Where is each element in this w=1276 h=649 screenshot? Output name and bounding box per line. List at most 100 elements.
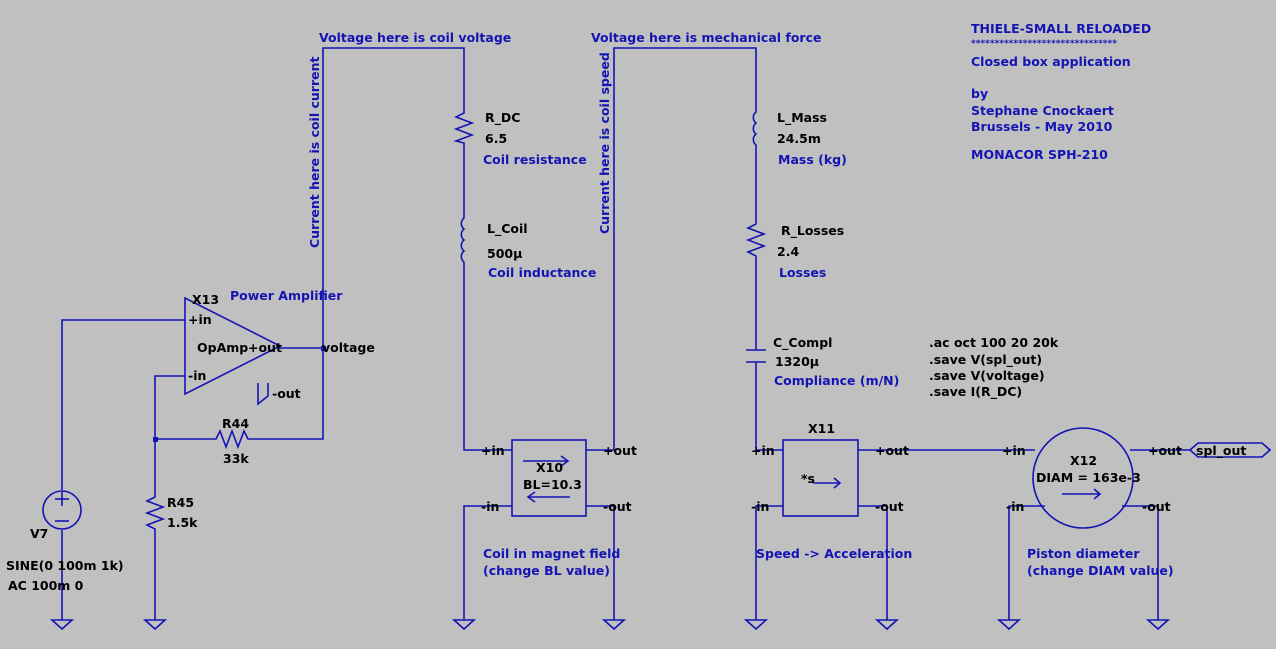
wire-lcoil-x10: [463, 262, 512, 451]
x12-pin-pin: +in: [1002, 443, 1026, 458]
note-coil-voltage: Voltage here is coil voltage: [319, 30, 511, 45]
note-power-amp: Power Amplifier: [230, 288, 343, 303]
r44-name: R44: [222, 416, 249, 431]
ground-icon: [1145, 619, 1171, 631]
x13-pin-nout: -out: [272, 386, 301, 401]
junction-dot: [321, 346, 326, 351]
title-block-by: by: [971, 86, 988, 101]
x12-pin-pout: +out: [1148, 443, 1182, 458]
title-block-stars: *******************************: [971, 39, 1117, 49]
x10-param: BL=10.3: [523, 477, 582, 492]
l-mass-name: L_Mass: [777, 110, 827, 126]
x11-pin-nin: -in: [751, 499, 769, 514]
net-label-voltage: voltage: [322, 340, 375, 355]
x10-pin-pout: +out: [603, 443, 637, 458]
title-block-author: Stephane Cnockaert: [971, 103, 1114, 118]
net-flag-spl-out[interactable]: [1188, 442, 1272, 458]
r44-value: 33k: [223, 451, 249, 466]
l-coil-value: 500µ: [487, 246, 522, 261]
l-mass-desc: Mass (kg): [778, 152, 847, 167]
wire-ccompl-x11: [755, 362, 783, 451]
title-block-speaker: MONACOR SPH-210: [971, 147, 1108, 162]
l-coil-desc: Coil inductance: [488, 265, 596, 280]
r45-value: 1.5k: [167, 515, 198, 530]
title-block-title: THIELE-SMALL RELOADED: [971, 21, 1151, 36]
x13-model: OpAmp: [197, 340, 248, 355]
note-mech-force: Voltage here is mechanical force: [591, 30, 822, 45]
x13-pin-pin: +in: [188, 312, 212, 327]
transducer-x10[interactable]: [511, 439, 587, 517]
wires: [61, 47, 1190, 620]
piston-x12[interactable]: [1032, 427, 1134, 529]
spice-directive[interactable]: .save I(R_DC): [929, 384, 1022, 400]
x11-desc: Speed -> Acceleration: [756, 546, 912, 561]
x12-pin-nin: -in: [1006, 499, 1024, 514]
r-losses-name: R_Losses: [781, 223, 844, 239]
ground-icon: [451, 619, 477, 631]
note-coil-current: Current here is coil current: [307, 57, 322, 248]
ground-icon: [743, 619, 769, 631]
net-label-spl-out: spl_out: [1196, 443, 1246, 459]
x11-pin-pin: +in: [751, 443, 775, 458]
x13-pin-nin: -in: [188, 368, 206, 383]
x10-pin-nin: -in: [481, 499, 499, 514]
wire-x10-out-mech: [586, 47, 757, 451]
r-dc-value: 6.5: [485, 131, 507, 146]
resistor-r-losses-icon: [745, 220, 767, 262]
x10-name: X10: [536, 460, 563, 475]
resistor-r-dc-icon: [453, 110, 475, 146]
x11-pin-pout: +out: [875, 443, 909, 458]
resistor-r45-icon: [144, 493, 166, 533]
wire-x10-nout-gnd: [586, 505, 615, 620]
spice-directive[interactable]: .ac oct 100 20 20k: [929, 335, 1059, 350]
opamp-x13[interactable]: [184, 296, 282, 406]
wire-x11-nin-gnd: [755, 505, 783, 620]
wire-coil-top: [322, 47, 465, 348]
x11-inner: *s: [801, 471, 815, 486]
wire-x11-nout-gnd: [858, 505, 888, 620]
wire-nin: [154, 375, 185, 493]
junction-dot: [153, 437, 158, 442]
l-coil-name: L_Coil: [487, 221, 528, 237]
ground-icon: [142, 619, 168, 631]
x13-pin-pout: +out: [248, 340, 282, 355]
x10-desc1: Coil in magnet field: [483, 546, 620, 561]
wire-v7-pin: [61, 319, 185, 490]
l-mass-value: 24.5m: [777, 131, 821, 146]
x12-param: DIAM = 163e-3: [1036, 470, 1141, 485]
inductor-l-coil-icon: [460, 213, 466, 263]
x11-name: X11: [808, 421, 835, 436]
x12-desc2: (change DIAM value): [1027, 563, 1174, 578]
spice-directive[interactable]: .save V(voltage): [929, 368, 1045, 383]
v7-value2: AC 100m 0: [8, 578, 84, 593]
r45-name: R45: [167, 495, 194, 510]
note-coil-speed: Current here is coil speed: [597, 52, 612, 234]
x13-name: X13: [192, 292, 219, 307]
r-losses-value: 2.4: [777, 244, 799, 259]
r-dc-desc: Coil resistance: [483, 152, 587, 167]
c-compl-desc: Compliance (m/N): [774, 373, 899, 388]
voltage-source-v7[interactable]: [42, 490, 82, 530]
title-block-place-date: Brussels - May 2010: [971, 119, 1113, 134]
x12-desc1: Piston diameter: [1027, 546, 1140, 561]
x12-name: X12: [1070, 453, 1097, 468]
opamp-nout-stub-icon: [257, 383, 269, 406]
wire-feedback-top: [252, 348, 324, 440]
ground-icon: [874, 619, 900, 631]
differentiator-x11[interactable]: [782, 439, 859, 517]
ground-icon: [49, 619, 75, 631]
ground-icon: [996, 619, 1022, 631]
x12-pin-nout: -out: [1142, 499, 1171, 514]
v7-value1: SINE(0 100m 1k): [6, 558, 124, 573]
spice-directive[interactable]: .save V(spl_out): [929, 352, 1042, 368]
wire-x12-nin-gnd: [1008, 505, 1045, 620]
r-dc-name: R_DC: [485, 110, 520, 126]
wire-x10-nin-gnd: [463, 505, 512, 620]
x11-pin-nout: -out: [875, 499, 904, 514]
title-block-subtitle: Closed box application: [971, 54, 1131, 69]
x10-pin-nout: -out: [603, 499, 632, 514]
ground-icon: [601, 619, 627, 631]
c-compl-value: 1320µ: [775, 354, 819, 369]
capacitor-c-compl-icon: [746, 349, 766, 363]
